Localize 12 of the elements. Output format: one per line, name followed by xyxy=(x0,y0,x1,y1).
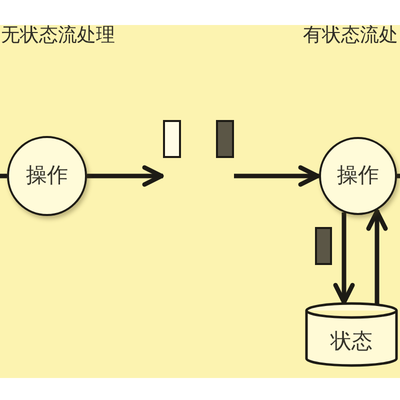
arrow xyxy=(234,165,320,187)
event-block xyxy=(163,120,181,158)
event-block xyxy=(315,227,332,265)
section-heading: 有状态流处 xyxy=(303,24,398,48)
storage-cylinder: 状态 xyxy=(305,302,398,367)
arrow xyxy=(333,212,355,304)
connector-line xyxy=(397,174,400,178)
arrow xyxy=(366,209,388,305)
event-block xyxy=(216,120,234,158)
connector-line xyxy=(0,174,7,178)
arrow xyxy=(87,165,164,187)
section-heading: 无状态流处理 xyxy=(1,24,115,48)
